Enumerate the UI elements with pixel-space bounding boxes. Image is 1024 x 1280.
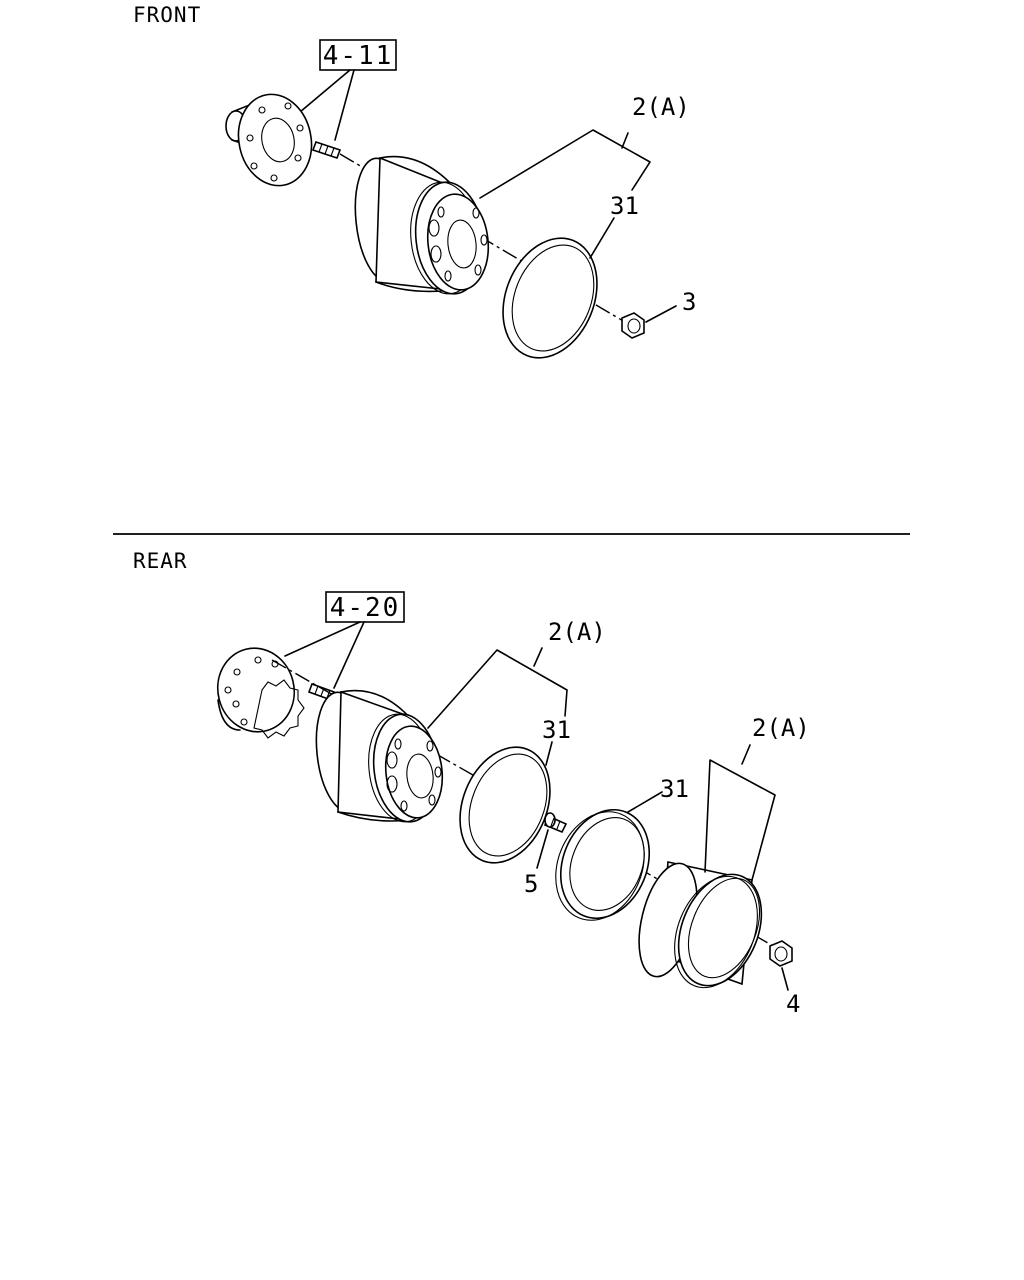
front-wheel (354, 155, 490, 295)
front-hub (225, 93, 313, 187)
front-reference-leader (299, 69, 355, 141)
rear-section-title: REAR (133, 549, 188, 573)
rear-section: REAR 4-20 (133, 549, 810, 1018)
rear-nut-leader (781, 967, 789, 991)
rear-hub (216, 647, 305, 739)
rear-inner-wheel-leader (427, 649, 568, 729)
rear-inner-ring-leader (545, 741, 553, 766)
rear-reference-frame (325, 591, 405, 623)
rear-inner-ring (459, 746, 551, 864)
rear-outer-wheel-callout: 2(A) (752, 714, 810, 742)
rear-reference-leader (284, 621, 365, 689)
front-section: FRONT 4-11 (133, 3, 696, 359)
front-nut (621, 312, 645, 339)
rear-inner-wheel-leader-tip (533, 647, 543, 667)
rear-reference-box[interactable]: 4-20 (325, 591, 405, 623)
rear-nut (769, 940, 793, 967)
rear-outer-ring-callout: 31 (660, 775, 689, 803)
rear-inner-ring-callout: 31 (542, 716, 571, 744)
rear-reference-label: 4-20 (330, 593, 401, 623)
front-wheel-callout: 2(A) (632, 93, 690, 121)
front-section-title: FRONT (133, 3, 201, 27)
front-ring-leader (589, 217, 615, 259)
rear-outer-wheel (638, 861, 763, 989)
rear-nut-callout: 4 (786, 990, 800, 1018)
rear-stud-callout: 5 (524, 870, 538, 898)
rear-outer-ring-leader (627, 791, 663, 813)
front-nut-callout: 3 (682, 288, 696, 316)
rear-outer-wheel-leader (704, 759, 776, 881)
front-reference-frame (319, 39, 397, 71)
rear-outer-ring (555, 808, 651, 921)
rear-outer-wheel-leader-tip (741, 744, 751, 765)
front-reference-label: 4-11 (323, 41, 394, 71)
front-stud (311, 140, 342, 160)
rear-inner-wheel (315, 689, 444, 823)
front-nut-leader (645, 305, 677, 323)
front-ring (502, 237, 598, 359)
rear-stud-leader (536, 829, 549, 869)
front-reference-box[interactable]: 4-11 (319, 39, 397, 71)
front-wheel-leader-tip (621, 132, 629, 149)
front-ring-callout: 31 (610, 192, 639, 220)
front-wheel-leader (479, 129, 651, 199)
rear-inner-wheel-callout: 2(A) (548, 618, 606, 646)
rear-stud-5 (544, 812, 568, 834)
